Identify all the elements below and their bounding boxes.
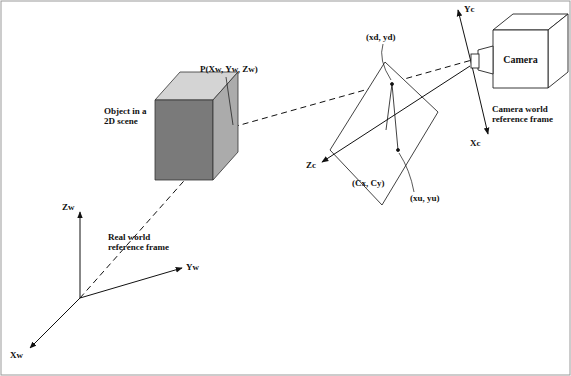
camera-body bbox=[471, 14, 568, 88]
projection-ray bbox=[80, 60, 472, 298]
node-text: Camera bbox=[503, 54, 537, 65]
camera-box: Camera bbox=[495, 34, 546, 84]
distortion-vector bbox=[386, 83, 400, 152]
coordinate-label: (xd, yd) bbox=[366, 32, 396, 42]
axis-label: Xc bbox=[470, 138, 481, 148]
coordinate-label: (Cx, Cy) bbox=[352, 178, 385, 188]
frame-label: Camera world reference frame bbox=[492, 104, 568, 125]
object-label: Object in a 2D scene bbox=[104, 106, 154, 127]
world-axes bbox=[30, 212, 182, 348]
axis-label: Yw bbox=[186, 262, 199, 272]
axis-label: Zw bbox=[62, 202, 75, 212]
leader-line bbox=[226, 77, 233, 125]
coordinate-label: (xu, yu) bbox=[410, 193, 440, 203]
axis-label: Zc bbox=[306, 160, 316, 170]
cube bbox=[155, 72, 238, 180]
axis-label: Yc bbox=[464, 4, 475, 14]
leader-line bbox=[382, 44, 414, 192]
frame-label: Real world reference frame bbox=[108, 232, 188, 253]
image-plane bbox=[330, 62, 438, 205]
axis-label: Xw bbox=[10, 350, 23, 360]
camera-z-axis bbox=[322, 66, 470, 162]
point-label: P(Xw, Yw, Zw) bbox=[200, 64, 258, 74]
camera-axes bbox=[458, 10, 488, 134]
